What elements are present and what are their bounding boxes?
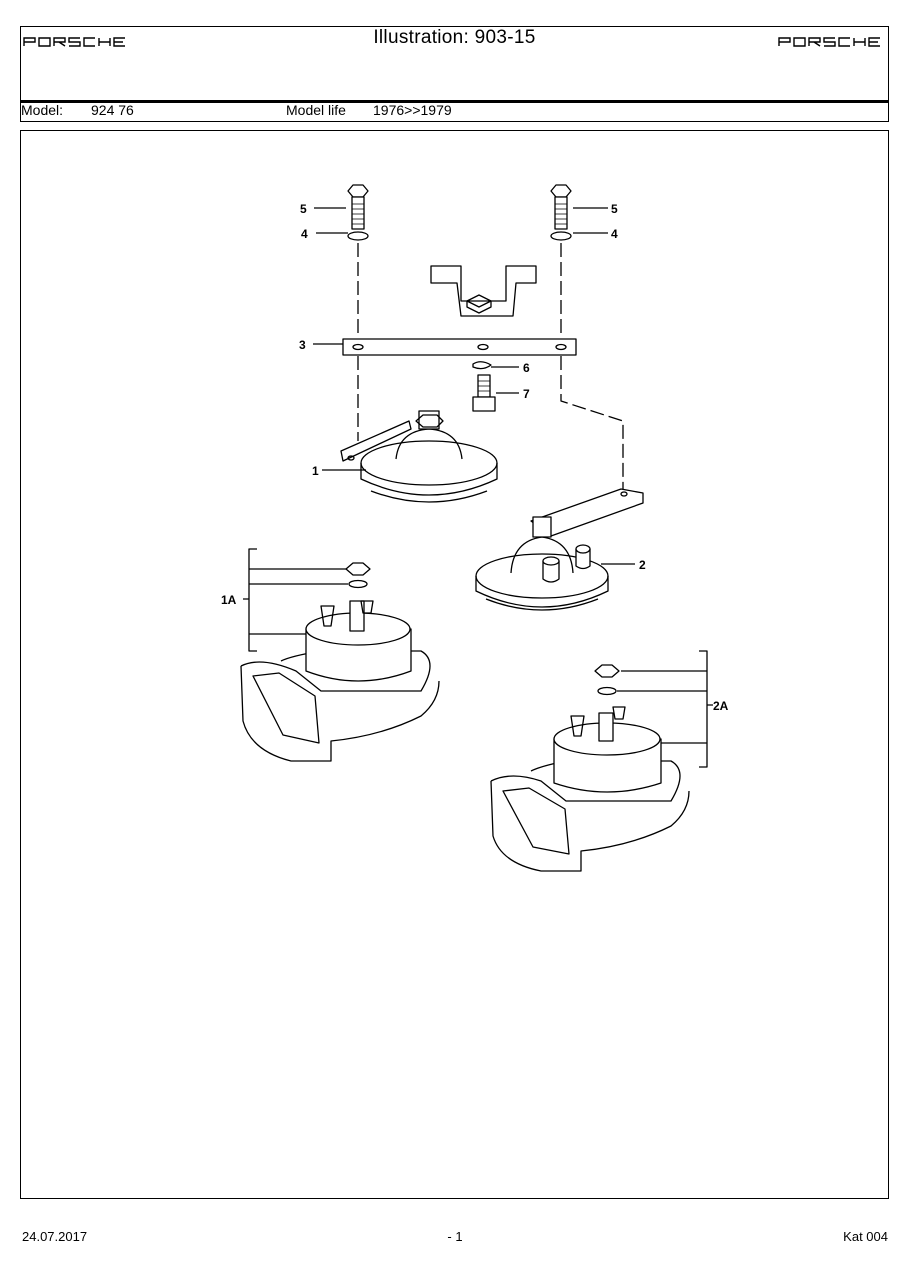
leader-5-4-left <box>314 207 348 234</box>
leader-5-4-right <box>573 207 608 234</box>
model-value: 924 76 <box>91 102 134 118</box>
horn-exploded-diagram: 5 4 5 4 3 6 7 1 2 1A 2A <box>221 184 729 872</box>
horn-2a-drawing <box>490 664 690 872</box>
porsche-wordmark-left <box>23 37 125 47</box>
horn-1a-drawing <box>240 562 440 762</box>
model-row: Model: 924 76 Model life 1976>>1979 <box>21 102 888 120</box>
porsche-wordmark-right <box>778 37 880 47</box>
callout-4-right: 4 <box>611 227 618 241</box>
callout-5-right: 5 <box>611 202 618 216</box>
horn-1-drawing <box>340 410 498 503</box>
callout-1a: 1A <box>221 593 237 607</box>
washer-left-drawing <box>347 231 369 241</box>
screw-drawing <box>472 374 496 412</box>
header-divider <box>21 100 888 103</box>
callout-5-left: 5 <box>300 202 307 216</box>
callout-2a: 2A <box>713 699 729 713</box>
illustration-frame: 5 4 5 4 3 6 7 1 2 1A 2A <box>20 130 889 1199</box>
bolt-right-drawing <box>550 184 572 230</box>
leader-6-7 <box>491 366 519 394</box>
model-life-label: Model life <box>286 102 346 118</box>
alignment-line-right-lower <box>560 356 624 491</box>
mounting-strap-drawing <box>342 338 577 356</box>
bolt-left-drawing <box>347 184 369 230</box>
model-label: Model: <box>21 102 64 118</box>
mounting-bracket-drawing <box>430 265 537 317</box>
page-title: Illustration: 903-15 <box>373 27 536 48</box>
footer-catalog: Kat 004 <box>843 1229 888 1244</box>
bracket-2a <box>617 650 713 768</box>
footer-date: 24.07.2017 <box>22 1229 88 1244</box>
header-box: Illustration: 903-15 Model: 924 76 Model… <box>20 26 889 122</box>
bracket-1a <box>243 548 348 652</box>
clip-drawing <box>472 361 492 370</box>
porsche-logo-right <box>778 36 882 48</box>
callout-3: 3 <box>299 338 306 352</box>
callout-2: 2 <box>639 558 646 572</box>
washer-right-drawing <box>550 231 572 241</box>
callout-7: 7 <box>523 387 530 401</box>
horn-2-drawing <box>475 488 644 611</box>
callout-4-left: 4 <box>301 227 308 241</box>
footer-page-number: - 1 <box>447 1229 463 1244</box>
model-life-value: 1976>>1979 <box>373 102 452 118</box>
callout-6: 6 <box>523 361 530 375</box>
porsche-logo-left <box>23 36 127 48</box>
callout-1: 1 <box>312 464 319 478</box>
